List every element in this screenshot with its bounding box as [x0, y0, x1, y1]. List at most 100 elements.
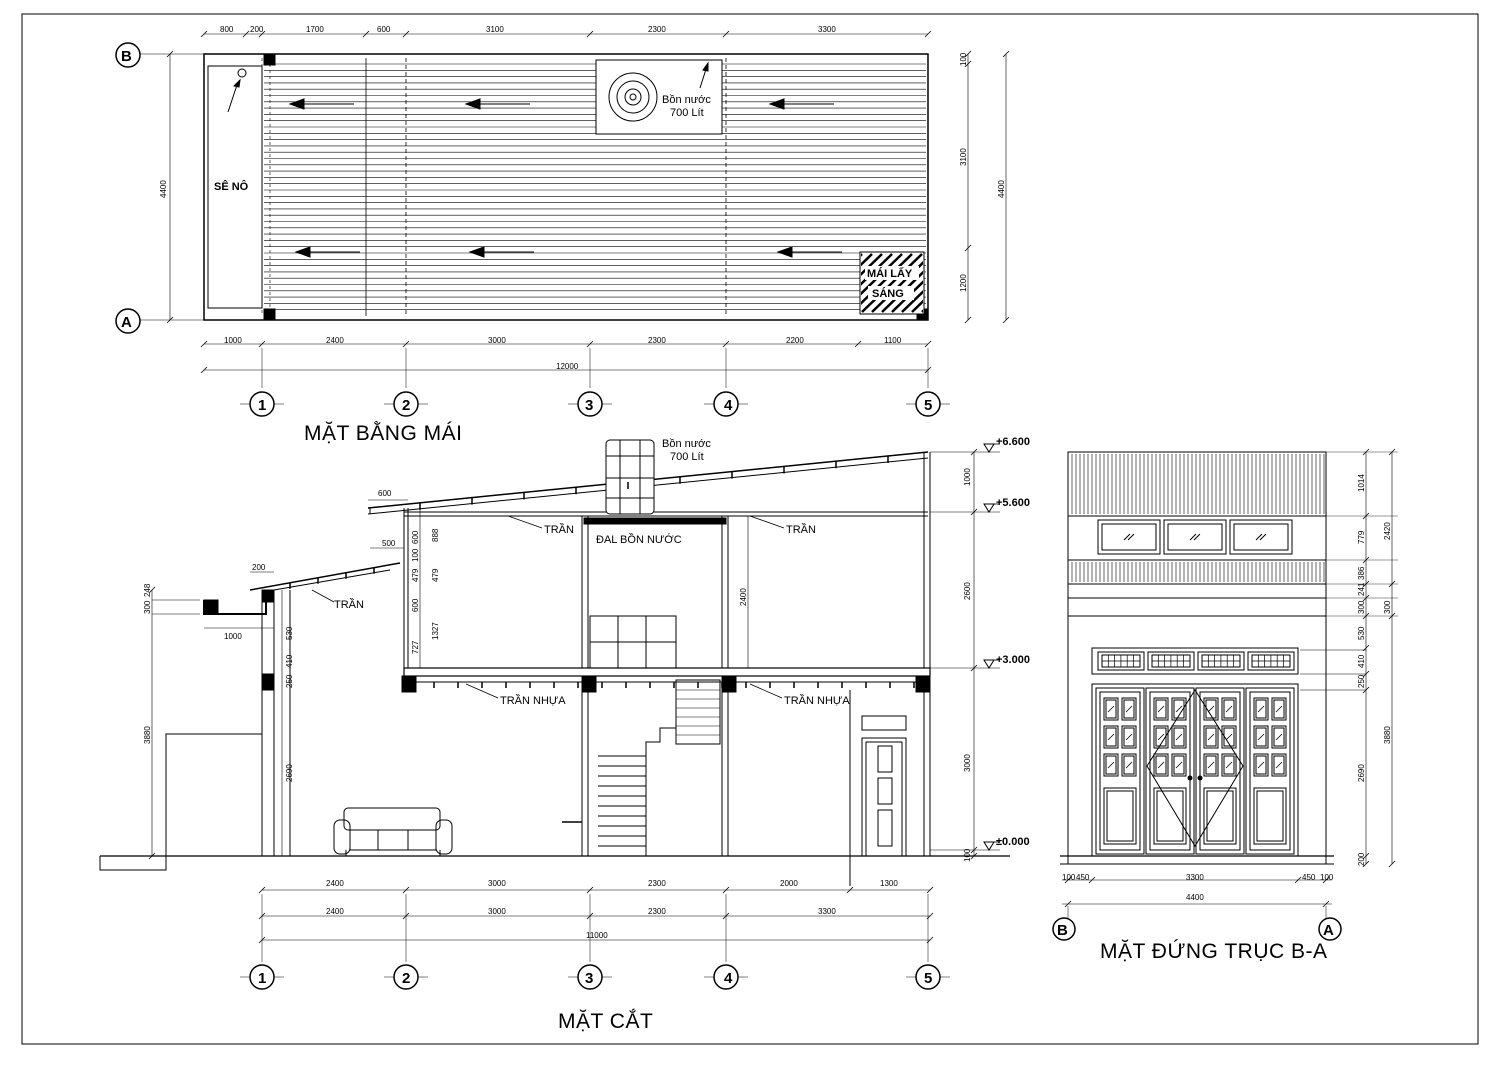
dim: 100 — [959, 52, 968, 66]
dim: 2420 — [1383, 522, 1392, 540]
axis-label-1: 1 — [258, 970, 266, 987]
dim: 600 — [378, 489, 392, 498]
axis-label-1: 1 — [258, 397, 266, 414]
dim: 100 — [1320, 873, 1334, 882]
plan-total-dim: 12000 — [556, 362, 579, 371]
axis-label-2: 2 — [402, 397, 410, 414]
dim: 450 — [1302, 873, 1316, 882]
dim: 3100 — [959, 148, 968, 166]
tank-label: Bồn nước — [662, 94, 711, 106]
elevation-roof — [1067, 451, 1327, 517]
sheet-border — [21, 13, 1479, 1045]
dim: 2300 — [648, 907, 666, 916]
dim: 1100 — [884, 336, 902, 345]
plastic-ceiling-label-2: TRẦN NHỰA — [784, 694, 850, 707]
level-0000: ±0.000 — [996, 836, 1030, 848]
axis-label-a-plan: A — [121, 314, 132, 331]
dim: 3300 — [818, 25, 836, 34]
section-left-dim: 3880 — [143, 726, 152, 744]
dim: 3300 — [818, 907, 836, 916]
dim: 1014 — [1357, 474, 1366, 492]
axis-label-b-plan: B — [121, 48, 132, 65]
dim: 2690 — [1357, 764, 1366, 782]
section-tank-volume: 700 Lít — [670, 451, 704, 463]
plan-axis-numbers: 1 2 3 4 5 — [258, 397, 932, 414]
roof-hatch — [261, 58, 926, 316]
dim: 1700 — [306, 25, 324, 34]
axis-label-3: 3 — [585, 970, 593, 987]
dim: 3000 — [488, 907, 506, 916]
axis-label-3: 3 — [585, 397, 593, 414]
axis-label-5: 5 — [924, 970, 932, 987]
axis-label-2: 2 — [402, 970, 410, 987]
dim: 2300 — [648, 879, 666, 888]
section-axis-numbers: 1 2 3 4 5 — [258, 970, 932, 987]
dim: 779 — [1357, 530, 1366, 544]
dim: 600 — [377, 25, 391, 34]
dim: 410 — [285, 654, 294, 668]
level-6600: +6.600 — [996, 436, 1030, 448]
plan-top-dims: 800 200 1700 600 3100 2300 3300 — [220, 25, 836, 34]
dim: 1300 — [880, 879, 898, 888]
axis-label-a-elev: A — [1323, 922, 1334, 939]
sofa — [333, 807, 453, 856]
dim: 386 — [1357, 566, 1366, 580]
dim: 600 — [411, 598, 420, 612]
dim: 1000 — [224, 336, 242, 345]
elevation-title: MẶT ĐỨNG TRỤC B-A — [1100, 940, 1328, 963]
dim: 410 — [1357, 654, 1366, 668]
dim: 2400 — [326, 907, 344, 916]
level-5600: +5.600 — [996, 497, 1030, 509]
section-door — [861, 737, 907, 857]
dim: 248 — [143, 583, 152, 597]
dim: 2300 — [648, 25, 666, 34]
dim: 3100 — [486, 25, 504, 34]
dim: 479 — [431, 568, 440, 582]
plan-bottom-dims: 1000 2400 3000 2300 2200 1100 12000 — [224, 336, 902, 371]
dim: 600 — [411, 530, 420, 544]
dim: 530 — [285, 626, 294, 640]
dim: 300 — [1357, 600, 1366, 614]
dim: 2400 — [326, 879, 344, 888]
ceiling-label-3: TRẦN — [334, 598, 364, 611]
axis-label-b-elev: B — [1057, 922, 1068, 939]
tank-volume: 700 Lít — [670, 107, 704, 119]
elevation-total-dim: 4400 — [1186, 893, 1204, 902]
dim: 1327 — [431, 622, 440, 640]
dim: 727 — [411, 640, 420, 654]
dim: 2300 — [648, 336, 666, 345]
tank-slab-label: ĐAL BỒN NƯỚC — [596, 533, 682, 546]
dim: 1000 — [963, 468, 972, 486]
dim: 100 — [411, 548, 420, 562]
axis-label-5: 5 — [924, 397, 932, 414]
dim: 100 — [963, 848, 972, 862]
dim: 479 — [411, 568, 420, 582]
section-title: MẶT CẮT — [558, 1009, 653, 1033]
dim: 2690 — [285, 764, 294, 782]
plan-left-dim: 4400 — [159, 180, 168, 198]
dim: 3880 — [1383, 726, 1392, 744]
dim: 241 — [1357, 582, 1366, 596]
dim: 2200 — [786, 336, 804, 345]
skylight-label-2: SÁNG — [872, 287, 904, 300]
dim: 888 — [431, 528, 440, 542]
dim: 3000 — [488, 879, 506, 888]
level-3000: +3.000 — [996, 654, 1030, 666]
section-tank-label: Bồn nước — [662, 438, 711, 450]
dim: 2400 — [326, 336, 344, 345]
dim: 200 — [250, 25, 264, 34]
dim: 300 — [143, 600, 152, 614]
ceiling-label-2: TRẦN — [786, 523, 816, 536]
dim: 800 — [220, 25, 234, 34]
dim: 200 — [252, 563, 266, 572]
axis-label-4: 4 — [724, 970, 733, 987]
dim: 300 — [1383, 600, 1392, 614]
dim: 2400 — [739, 588, 748, 606]
dim: 250 — [1357, 674, 1366, 688]
dim: 500 — [382, 539, 396, 548]
roof-outline — [203, 53, 929, 321]
dim: 100 — [1062, 873, 1076, 882]
ceiling-label-1: TRẦN — [544, 523, 574, 536]
elevation-drawing — [1060, 448, 1398, 908]
